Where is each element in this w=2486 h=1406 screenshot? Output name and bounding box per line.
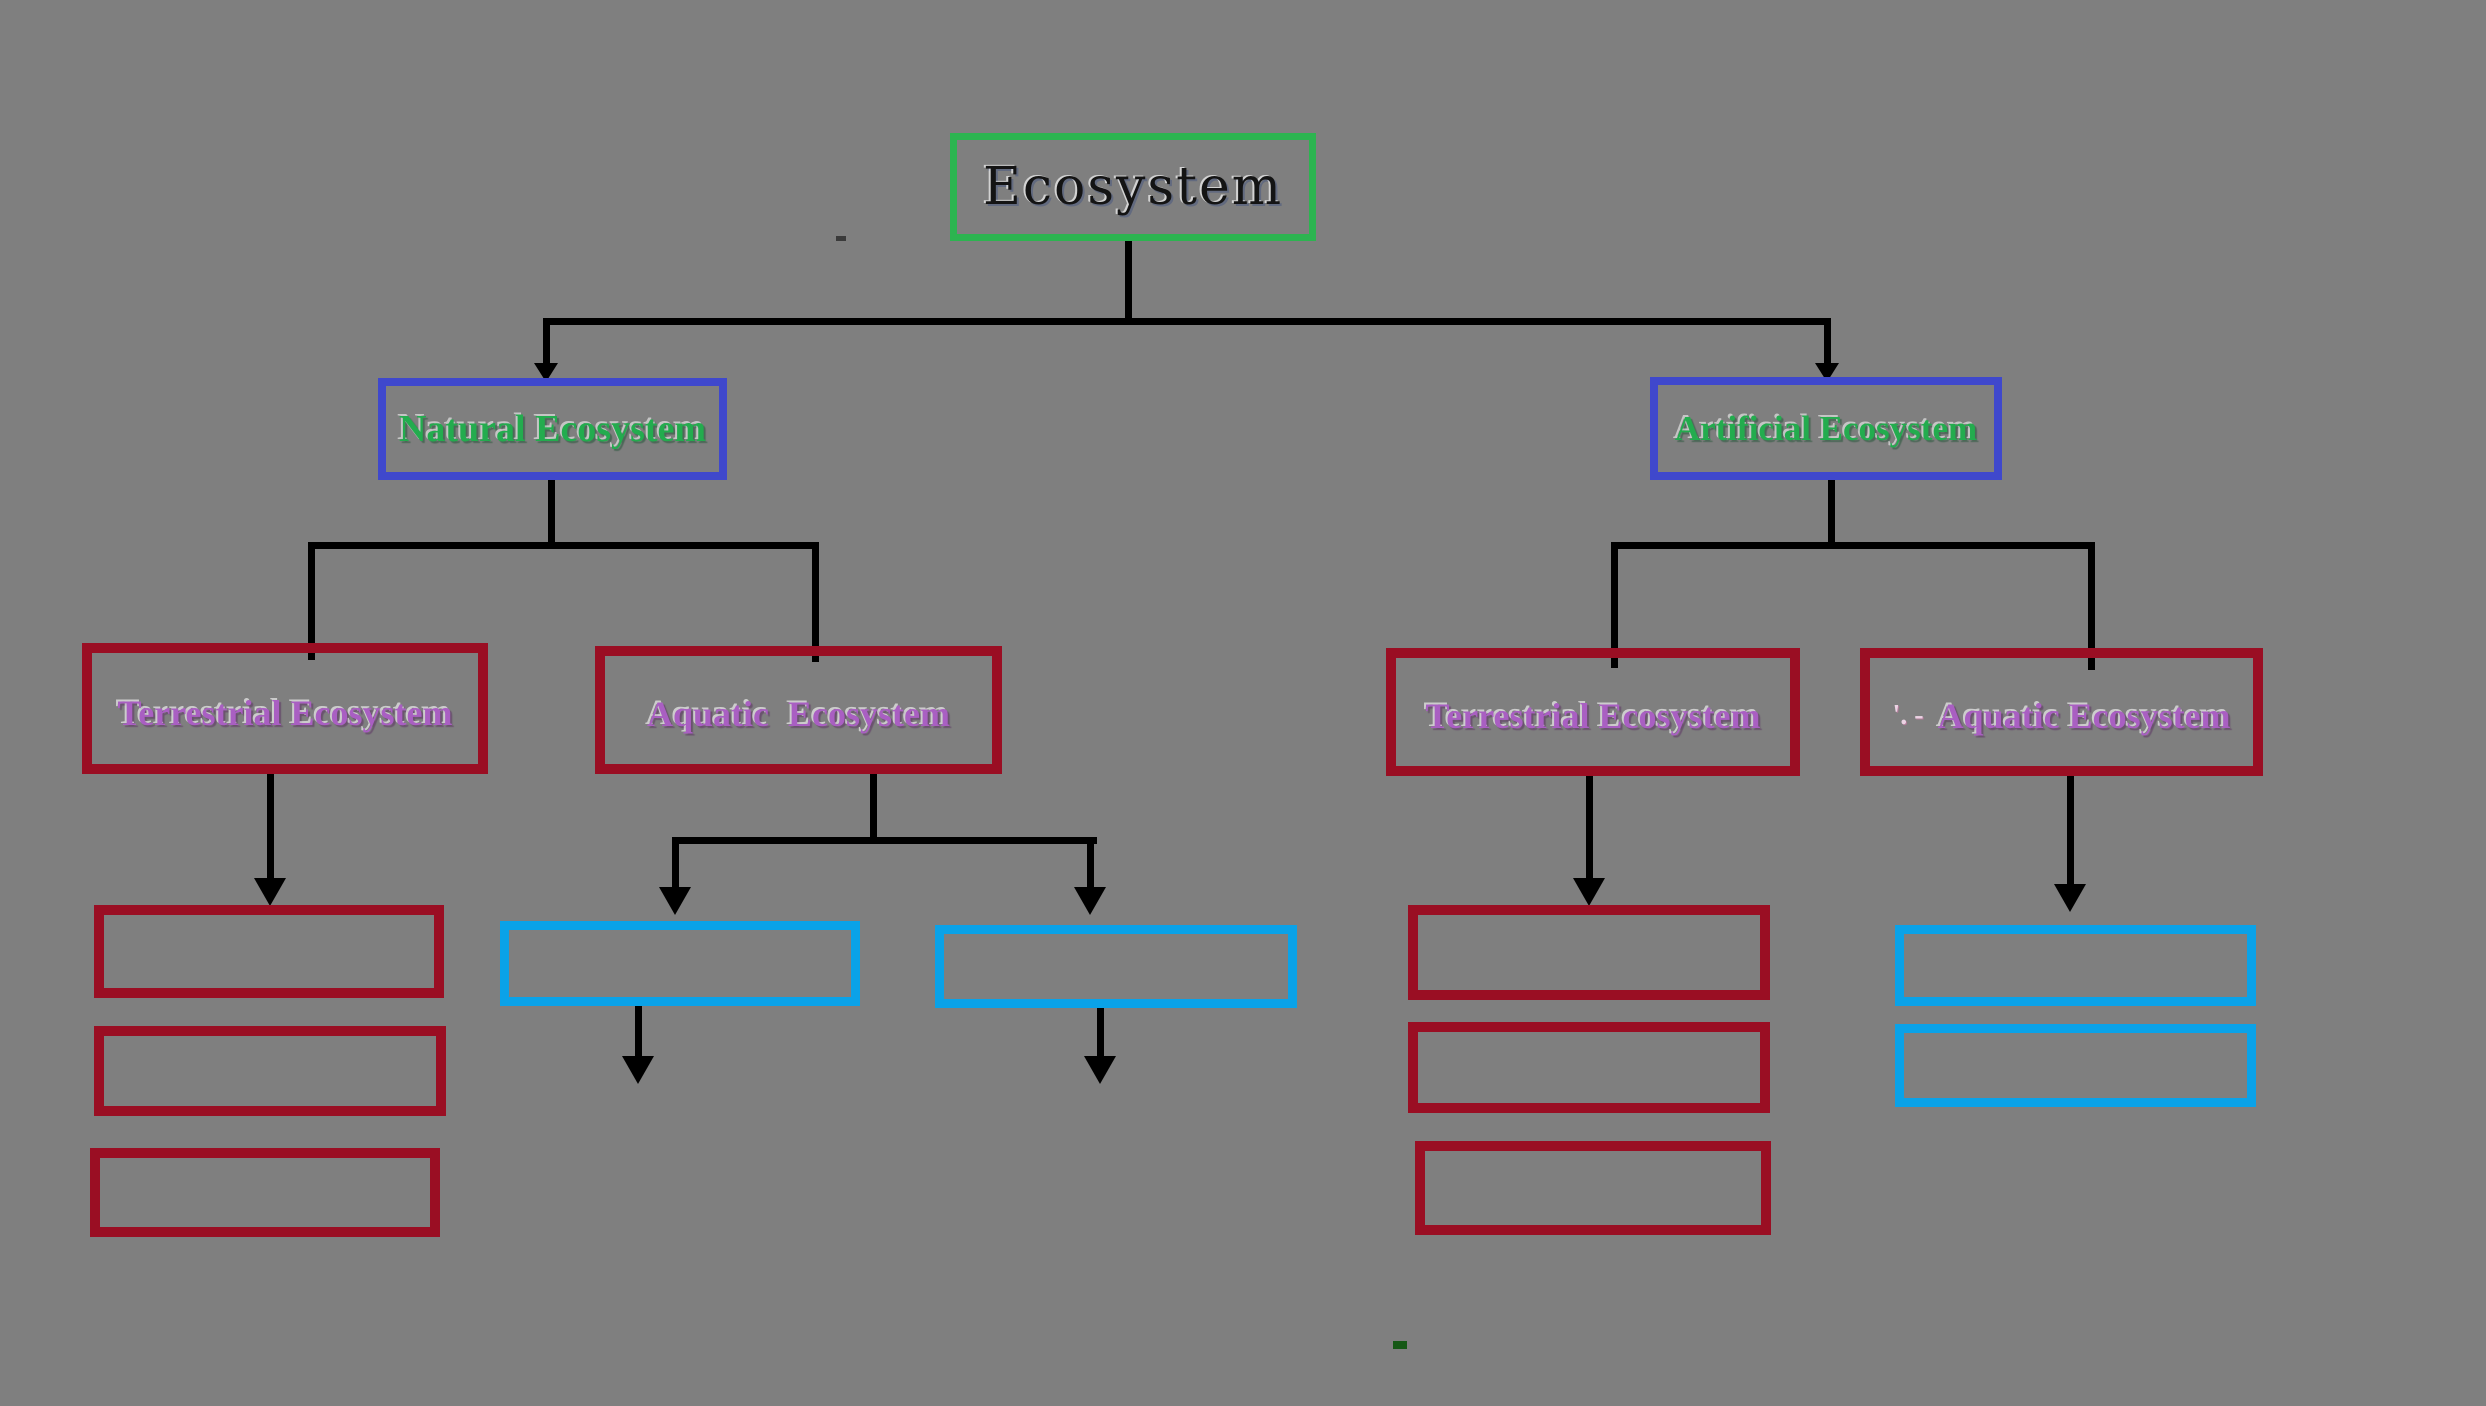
node-natural-ecosystem-label: Natural Ecosystem — [398, 408, 707, 450]
connector-artificial-stem — [1828, 480, 1835, 542]
connector-natural-crossbar — [308, 542, 819, 549]
connector-natural-stem — [548, 480, 555, 542]
connector-root-stem — [1125, 241, 1132, 318]
empty-box-artificial-terrestrial-1 — [1408, 905, 1770, 1000]
empty-box-artificial-aquatic-2 — [1895, 1024, 2256, 1107]
arrowhead-artificial-aquatic-children — [2054, 884, 2086, 912]
empty-box-natural-terrestrial-3 — [90, 1148, 440, 1237]
arrowhead-natural-terrestrial-children — [254, 878, 286, 906]
empty-box-natural-aquatic-2 — [935, 925, 1297, 1008]
empty-box-artificial-terrestrial-3 — [1415, 1141, 1771, 1235]
node-artificial-aquatic-label: Aquatic Ecosystem — [1937, 696, 2231, 736]
node-natural-aquatic-label: Aquatic Ecosystem — [647, 694, 950, 734]
node-natural-terrestrial-label: Terrestrial Ecosystem — [117, 692, 453, 733]
node-artificial-aquatic: '. - Aquatic Ecosystem — [1860, 648, 2263, 776]
connector-drop-artificial — [1824, 318, 1831, 366]
node-artificial-terrestrial-label: Terrestrial Ecosystem — [1425, 696, 1761, 736]
node-natural-ecosystem: Natural Ecosystem — [378, 378, 727, 480]
connector-drop-artificial-aquatic — [2088, 542, 2095, 670]
arrowhead-below-aquatic-child-2 — [1084, 1056, 1116, 1084]
connector-natural-aquatic-stem — [870, 773, 877, 841]
node-natural-aquatic: Aquatic Ecosystem — [595, 646, 1002, 774]
node-ecosystem: Ecosystem — [950, 133, 1316, 241]
arrowhead-into-aquatic-child-2 — [1074, 887, 1106, 915]
empty-box-natural-terrestrial-2 — [94, 1026, 446, 1116]
connector-drop-natural — [543, 318, 550, 366]
node-natural-terrestrial: Terrestrial Ecosystem — [82, 643, 488, 774]
node-artificial-ecosystem-label: Artificial Ecosystem — [1674, 409, 1978, 448]
connector-artificial-crossbar — [1611, 542, 2095, 549]
empty-box-artificial-aquatic-1 — [1895, 925, 2256, 1006]
stray-dot-top — [836, 236, 846, 241]
arrowhead-artificial-terrestrial-children — [1573, 878, 1605, 906]
node-artificial-terrestrial: Terrestrial Ecosystem — [1386, 648, 1800, 776]
arrow-artificial-aquatic-children — [2067, 776, 2074, 886]
stray-mark-prefix: '. - — [1892, 700, 1924, 731]
arrow-artificial-terrestrial-children — [1586, 776, 1593, 880]
arrow-into-aquatic-child-1 — [672, 837, 679, 889]
arrow-natural-terrestrial-children — [267, 774, 274, 880]
arrowhead-below-aquatic-child-1 — [622, 1056, 654, 1084]
arrowhead-into-natural — [534, 363, 558, 382]
arrow-below-aquatic-child-2 — [1097, 1008, 1104, 1058]
node-artificial-ecosystem: Artificial Ecosystem — [1650, 377, 2002, 480]
connector-root-crossbar — [543, 318, 1831, 325]
empty-box-artificial-terrestrial-2 — [1408, 1022, 1770, 1113]
arrow-below-aquatic-child-1 — [635, 1006, 642, 1058]
connector-drop-artificial-terrestrial — [1611, 542, 1618, 668]
node-ecosystem-label: Ecosystem — [982, 157, 1284, 217]
empty-box-natural-terrestrial-1 — [94, 905, 444, 998]
arrow-into-aquatic-child-2 — [1087, 837, 1094, 889]
connector-natural-aquatic-crossbar — [672, 837, 1097, 844]
connector-drop-natural-terrestrial — [308, 542, 315, 660]
empty-box-natural-aquatic-1 — [500, 921, 860, 1006]
stray-dot-bottom — [1393, 1341, 1407, 1349]
connector-drop-natural-aquatic — [812, 542, 819, 662]
arrowhead-into-aquatic-child-1 — [659, 887, 691, 915]
